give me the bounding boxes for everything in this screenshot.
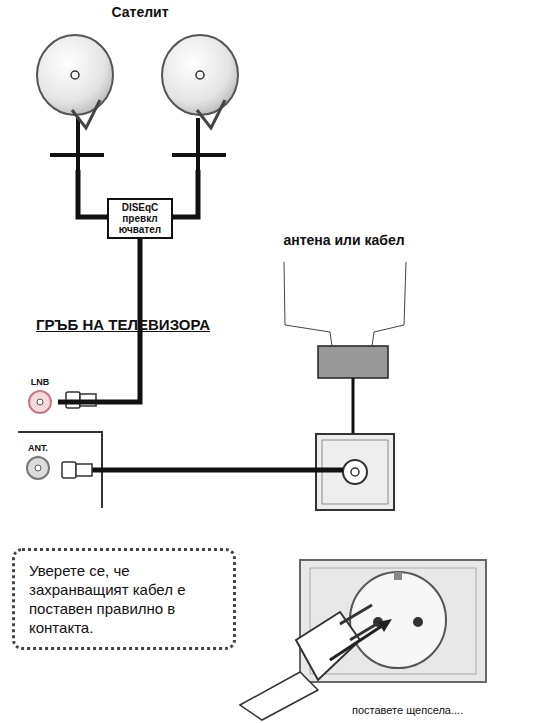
port-connector [27, 389, 53, 415]
dish-mount [50, 153, 104, 157]
dish-mount [172, 153, 226, 157]
coax-plug [62, 462, 92, 478]
port-pin [35, 465, 41, 471]
dish-cable [172, 170, 198, 217]
port-label: ANT. [28, 443, 48, 453]
antenna-splitter [318, 346, 388, 378]
plug-cord [240, 672, 318, 720]
node-text: Уверете се, че захранващият кабел е пост… [29, 561, 219, 637]
dish-feed [71, 71, 79, 79]
satellite-dish [37, 35, 113, 217]
plug-body [62, 462, 76, 478]
tv-panel-edge [18, 432, 102, 508]
insert-arrow [330, 622, 388, 660]
dish-reflector [37, 35, 113, 115]
power-plug [240, 605, 392, 720]
antenna-label: антена или кабел [283, 232, 404, 248]
antenna [284, 262, 406, 434]
tv-back-label: ГРЪБ НА ТЕЛЕВИЗОРА [36, 316, 210, 333]
port-ring [29, 391, 51, 413]
antenna-lead [284, 262, 332, 346]
switch-box: DISEqC превкл ючвател [107, 198, 173, 239]
plug-caption: поставете щепсела.... [352, 704, 463, 716]
dish-post [76, 118, 80, 170]
node-text: DISEqC превкл ючвател [113, 202, 167, 235]
port-connector [25, 455, 51, 481]
port-label: LNB [31, 377, 50, 387]
antenna-cable [352, 378, 355, 434]
dish-arm [72, 100, 100, 128]
port-ring [27, 457, 49, 479]
outlet-hole [413, 617, 423, 627]
socket-hole [343, 460, 367, 484]
lnb-port: LNB [22, 377, 58, 415]
dish-cable [78, 170, 108, 217]
dish-post [196, 118, 200, 170]
socket-pin [351, 468, 359, 476]
dish-arm [197, 100, 225, 128]
outlet-socket [350, 572, 446, 668]
insert-arrowhead [378, 619, 392, 632]
ant-cable [92, 468, 343, 473]
plug-nut [76, 464, 92, 476]
antenna-lead [372, 262, 406, 346]
note-box: Уверете се, че захранващият кабел е пост… [12, 548, 236, 650]
dish-feed [196, 71, 204, 79]
satellite-label: Сателит [111, 4, 168, 20]
dish-reflector [162, 35, 238, 115]
port-pin [37, 399, 43, 405]
ant-port: ANT. [20, 443, 56, 481]
plug-pin [340, 605, 372, 624]
satellite-dish [162, 35, 238, 217]
outlet-earth [394, 572, 402, 580]
